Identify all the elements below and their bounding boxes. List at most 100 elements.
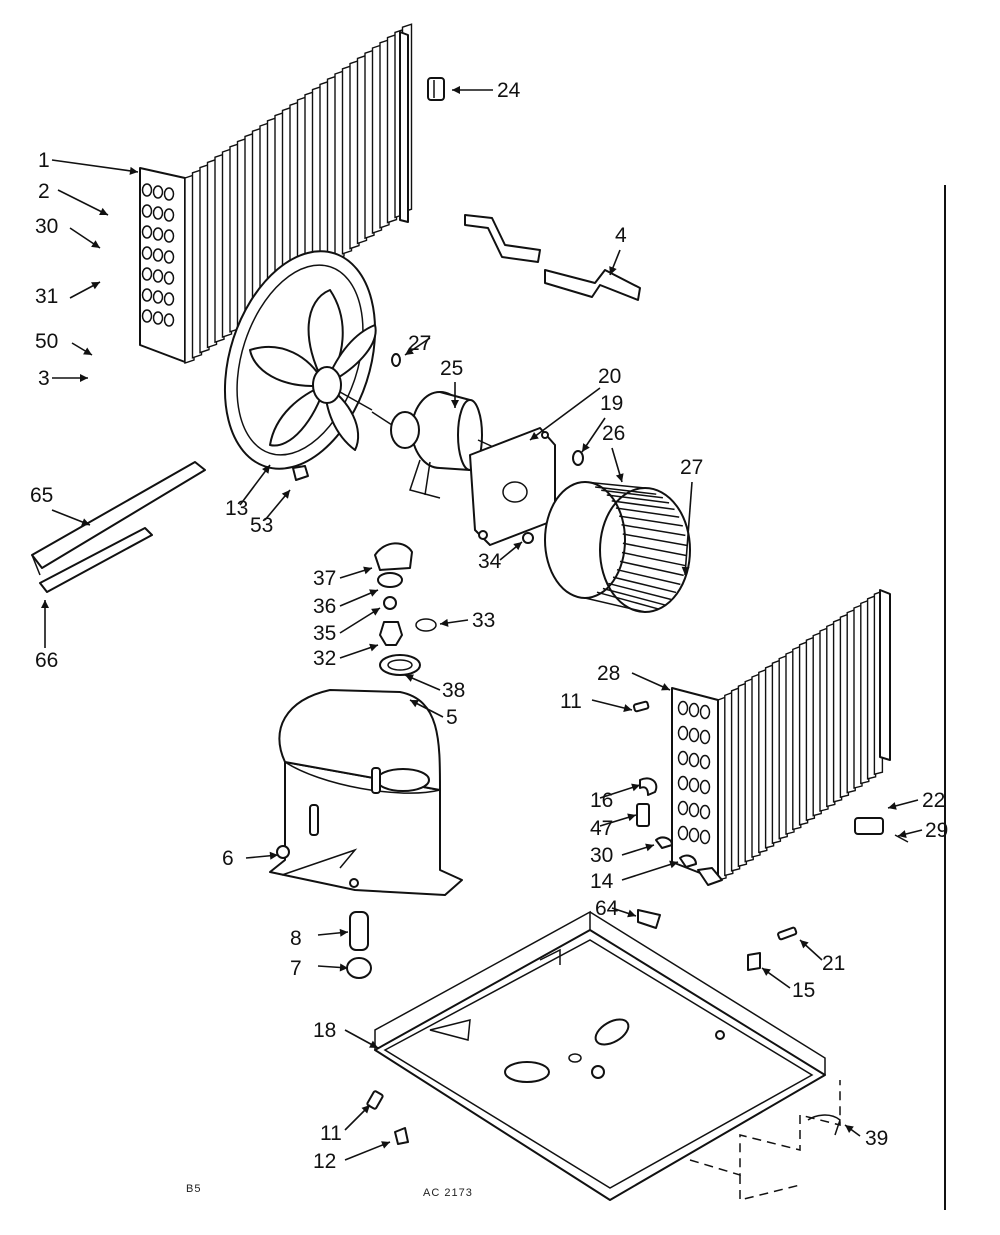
- part-label-30: 30: [35, 215, 58, 238]
- part-label-4: 4: [615, 224, 627, 247]
- leader-arrowhead-2: [99, 207, 108, 215]
- leader-arrowhead-7: [339, 963, 348, 972]
- part-label-3: 3: [38, 367, 50, 390]
- leader-arrowhead-50: [83, 347, 92, 355]
- grommets: [346, 911, 372, 979]
- part-label-29: 29: [925, 819, 948, 842]
- leader-arrowhead-12: [381, 1141, 390, 1149]
- leader-arrowhead-35: [371, 608, 380, 616]
- leader-line-12: [344, 1141, 391, 1161]
- leader-arrowhead-25: [451, 400, 459, 408]
- part-27-nut: [391, 353, 401, 367]
- leader-arrowhead-34: [513, 542, 522, 551]
- part-19-screw: [572, 450, 584, 466]
- part-label-20: 20: [598, 365, 621, 388]
- part-label-1: 1: [38, 149, 50, 172]
- leader-arrowhead-13: [262, 465, 270, 474]
- leader-arrowhead-1: [129, 166, 138, 175]
- part-label-38: 38: [442, 679, 465, 702]
- part-label-14: 14: [590, 870, 614, 893]
- part-label-35: 35: [313, 622, 336, 645]
- leader-line-2: [57, 189, 109, 216]
- part-53-clip: [292, 465, 309, 481]
- part-4-brackets: [464, 214, 641, 301]
- leader-arrowhead-29: [898, 830, 907, 838]
- leader-arrowhead-15: [762, 968, 771, 976]
- leader-arrowhead-33: [440, 618, 449, 627]
- leader-arrowhead-32: [369, 643, 378, 652]
- part-label-15: 15: [792, 979, 815, 1002]
- part-label-25: 25: [440, 357, 463, 380]
- leader-arrowhead-11: [623, 704, 632, 712]
- leader-arrowhead-27: [681, 566, 690, 575]
- part-label-8: 8: [290, 927, 302, 950]
- leader-arrowhead-16: [631, 783, 640, 792]
- evaporator-small-parts: [632, 700, 909, 1136]
- leader-arrowhead-66: [41, 600, 49, 608]
- leader-arrowhead-39: [845, 1125, 854, 1133]
- part-label-2: 2: [38, 180, 50, 203]
- leader-arrowhead-30: [645, 843, 654, 852]
- leader-arrowhead-65: [81, 518, 90, 526]
- overload-relay-parts: [374, 542, 437, 676]
- compressor: [269, 689, 463, 896]
- leader-arrowhead-26: [615, 473, 624, 482]
- leader-line-27: [684, 481, 693, 576]
- part-label-11: 11: [560, 690, 582, 713]
- condenser-coil: [139, 23, 413, 364]
- part-label-39: 39: [865, 1127, 888, 1150]
- leader-arrowhead-21: [800, 940, 809, 949]
- leader-line-14: [621, 861, 679, 881]
- leader-arrowhead-47: [627, 813, 636, 822]
- part-label-64: 64: [595, 897, 619, 920]
- part-label-11: 11: [320, 1122, 342, 1145]
- leader-arrowhead-27: [405, 347, 414, 355]
- part-label-22: 22: [922, 789, 945, 812]
- part-11-screw-lower: [366, 1090, 384, 1110]
- part-label-53: 53: [250, 514, 273, 537]
- blower-wheel: [544, 481, 691, 613]
- part-label-66: 66: [35, 649, 58, 672]
- part-label-18: 18: [313, 1019, 336, 1042]
- part-label-27: 27: [680, 456, 703, 479]
- part-label-31: 31: [35, 285, 58, 308]
- part-label-16: 16: [590, 789, 613, 812]
- leader-lines: [41, 86, 923, 1161]
- leader-arrowhead-53: [281, 490, 290, 499]
- leader-arrowhead-8: [339, 928, 348, 937]
- leader-arrowhead-24: [452, 86, 460, 94]
- leader-arrowhead-5: [410, 700, 419, 708]
- part-24-clip: [427, 77, 445, 101]
- footer-drawing-code: AC 2173: [423, 1187, 473, 1199]
- part-label-28: 28: [597, 662, 620, 685]
- leader-arrowhead-14: [669, 860, 678, 869]
- leader-arrowhead-64: [627, 909, 636, 918]
- part-label-50: 50: [35, 330, 58, 353]
- part-label-6: 6: [222, 847, 234, 870]
- part-34-nut: [522, 532, 534, 544]
- part-label-27: 27: [408, 332, 431, 355]
- leader-arrowhead-38: [405, 674, 414, 682]
- part-12-clip: [394, 1127, 409, 1145]
- leader-arrowhead-4: [609, 266, 617, 275]
- leader-arrowhead-28: [661, 683, 670, 691]
- leader-arrowhead-18: [369, 1040, 378, 1048]
- part-label-33: 33: [472, 609, 495, 632]
- foam-strips: [31, 461, 206, 593]
- leader-line-20: [529, 387, 601, 441]
- leader-arrowhead-31: [91, 282, 100, 290]
- base-pan: [374, 910, 841, 1201]
- leader-arrowhead-37: [363, 566, 372, 575]
- leader-arrowhead-30: [91, 240, 100, 248]
- fan-motor: [371, 391, 501, 499]
- leader-arrowhead-6: [269, 851, 278, 860]
- part-label-37: 37: [313, 567, 336, 590]
- footer-page-code: B5: [186, 1183, 201, 1195]
- evaporator-coil: [671, 589, 891, 886]
- part-label-34: 34: [478, 550, 502, 573]
- leader-arrowhead-22: [888, 802, 897, 810]
- motor-mount-bracket: [469, 427, 556, 546]
- part-label-13: 13: [225, 497, 248, 520]
